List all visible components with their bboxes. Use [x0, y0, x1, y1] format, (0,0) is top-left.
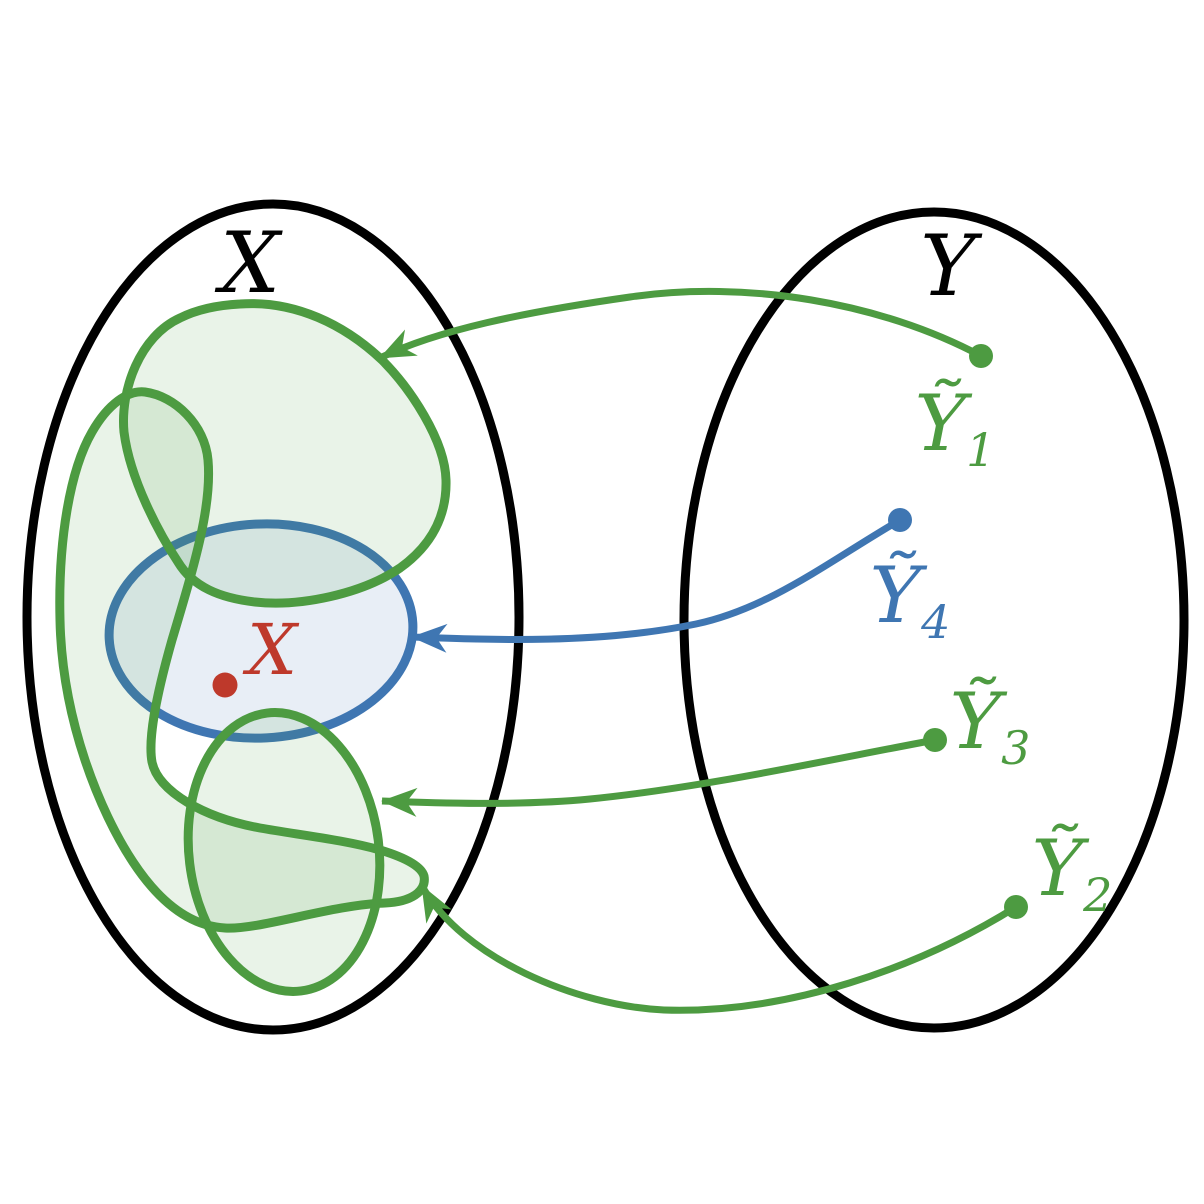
point-y3-label: Ỹ3: [950, 675, 1031, 775]
point-y2-dot: [1004, 895, 1028, 919]
domain-set-label: X: [214, 214, 283, 312]
green-region-tall: [55, 387, 429, 933]
domain-set-ellipse: [22, 199, 524, 1035]
point-y3-dot: [923, 728, 947, 752]
arrow-y3-to-region: [381, 736, 936, 817]
arrow-y4-to-region: [411, 516, 902, 653]
point-y4-dot: [888, 508, 912, 532]
arrow-y1-to-region: [378, 287, 983, 362]
point-y1-dot: [969, 344, 993, 368]
point-x-dot: [212, 672, 238, 698]
green-region-bottom: [183, 708, 385, 996]
point-x-label: X: [242, 609, 300, 691]
point-y2-label: Ỹ2: [1032, 822, 1113, 922]
codomain-set-ellipse: [679, 207, 1189, 1033]
arrow-y2-to-region: [418, 884, 1018, 1014]
point-y4-label: Ỹ4: [870, 549, 951, 649]
codomain-set-label: Y: [920, 217, 983, 315]
point-y1-label: Ỹ1: [915, 377, 996, 477]
